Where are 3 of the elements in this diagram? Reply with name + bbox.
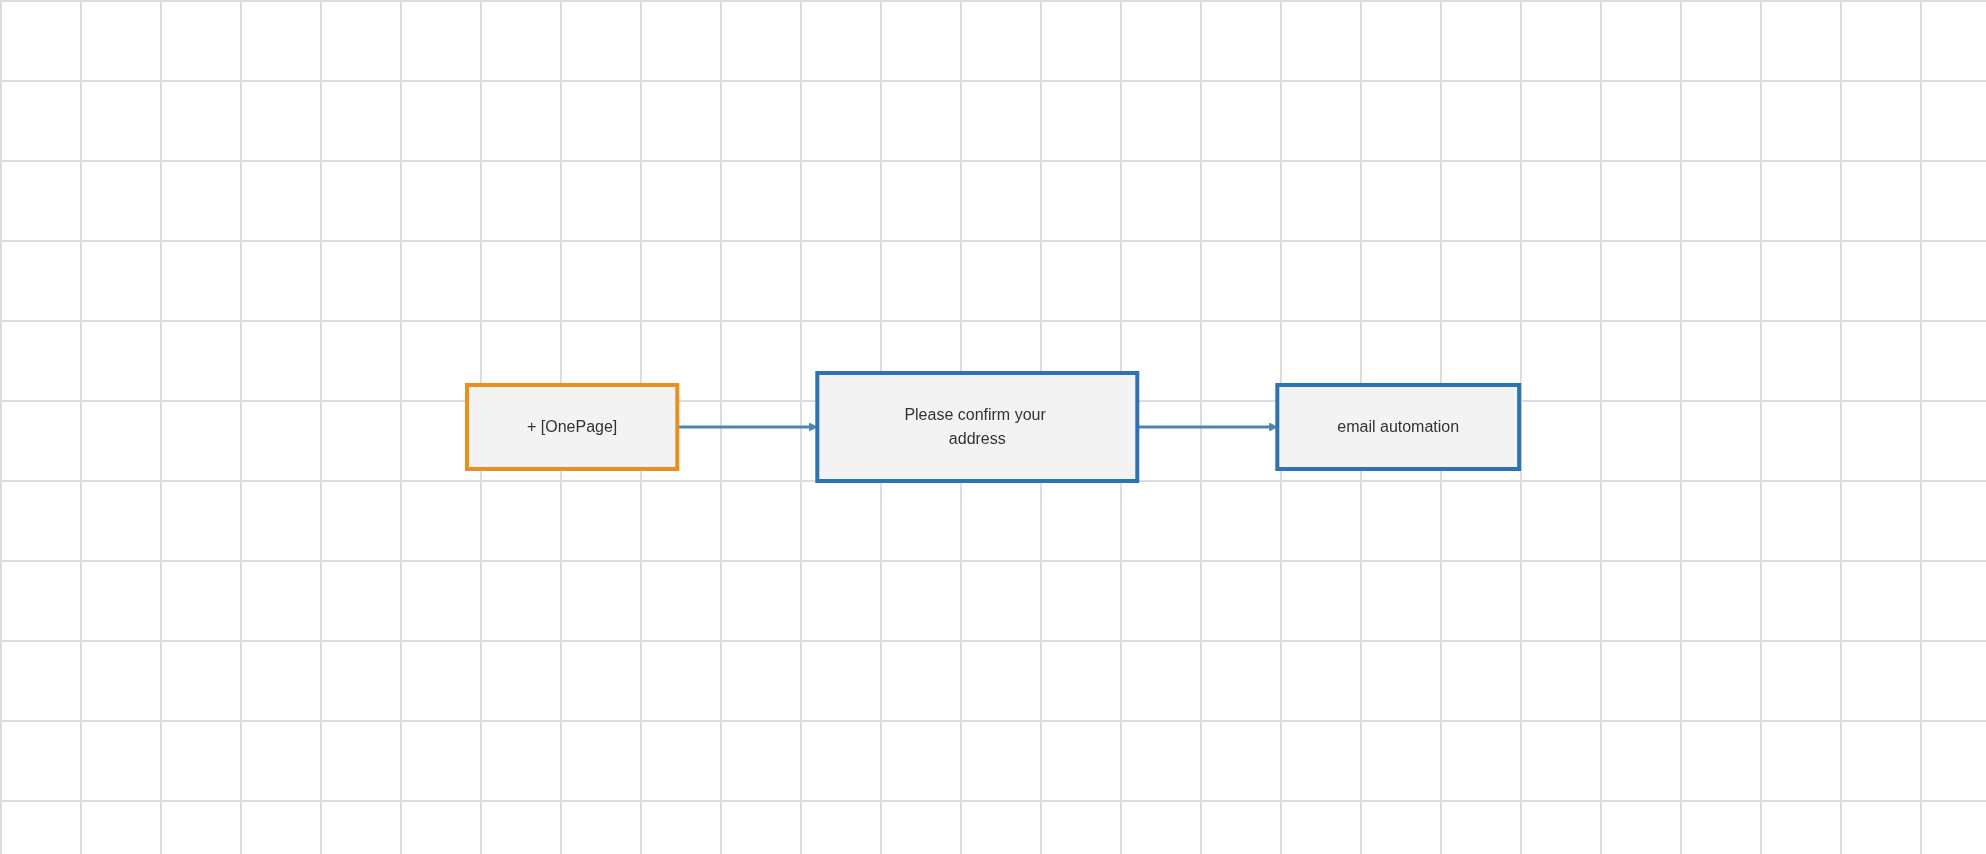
node-box: Please confirm your address bbox=[815, 371, 1140, 483]
node-box: + [OnePage] bbox=[464, 383, 680, 471]
node-box: email automation bbox=[1275, 383, 1522, 471]
